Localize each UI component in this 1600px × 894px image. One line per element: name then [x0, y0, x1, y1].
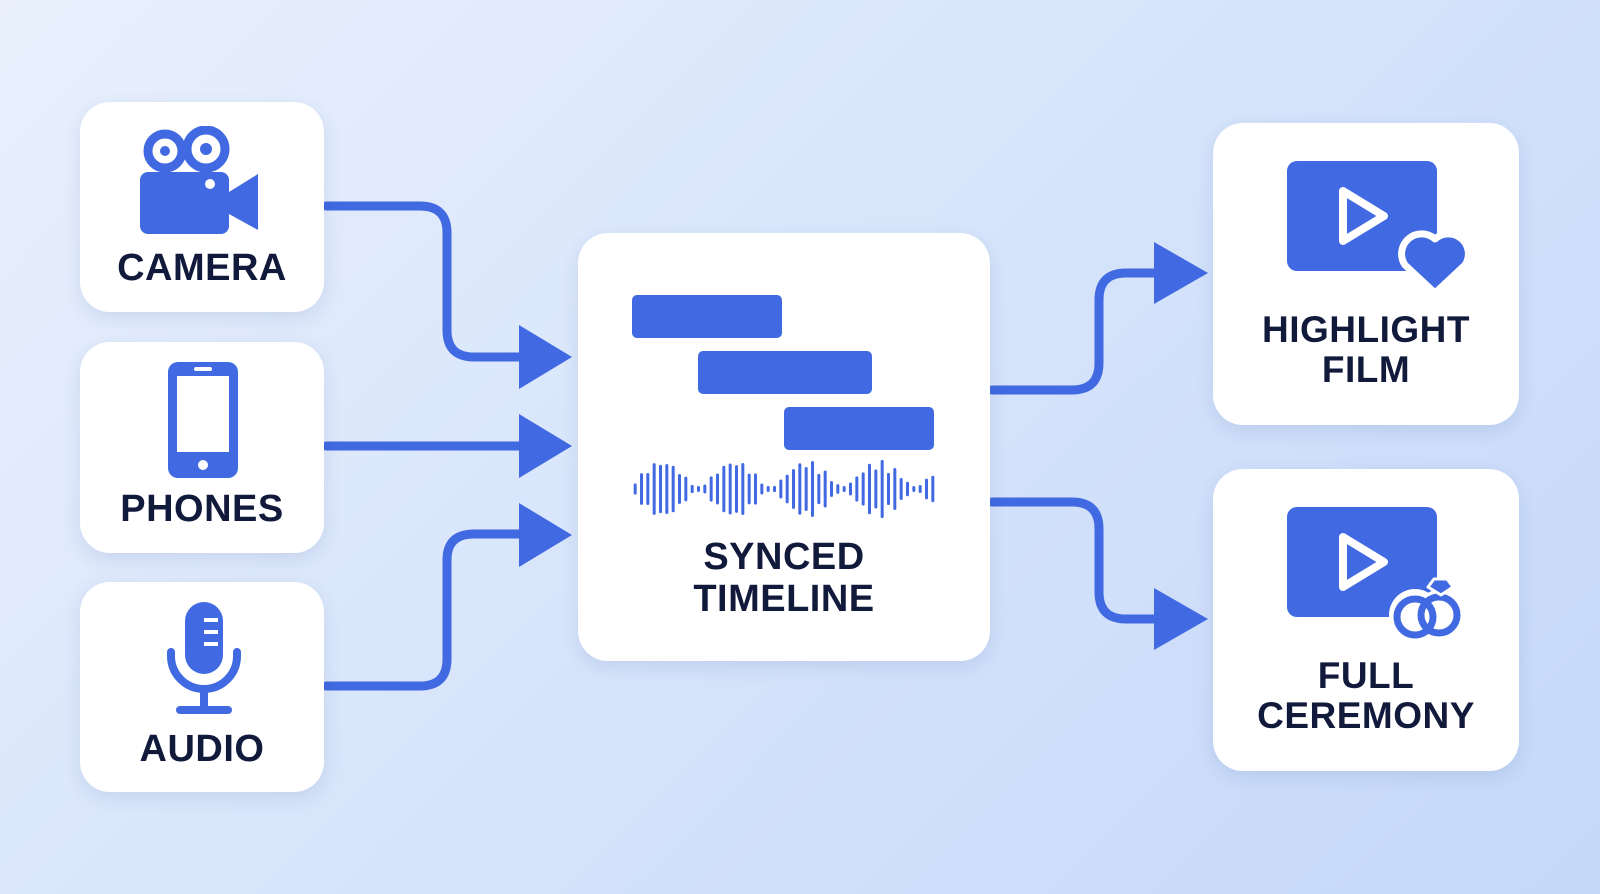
highlight-label-line1: HIGHLIGHT: [1262, 309, 1470, 350]
audio-card: AUDIO: [80, 582, 324, 792]
full-ceremony-card: FULL CEREMONY: [1213, 469, 1519, 771]
ceremony-label-line2: CEREMONY: [1257, 695, 1475, 736]
phones-card: PHONES: [80, 342, 324, 553]
camera-card: CAMERA: [80, 102, 324, 312]
highlight-label-line2: FILM: [1321, 349, 1411, 390]
timeline-clip-2: [698, 351, 872, 394]
audio-waveform-icon: [633, 459, 935, 519]
arrowhead-ceremony: [1154, 588, 1208, 650]
arrowhead-phones: [519, 414, 572, 478]
audio-label: AUDIO: [139, 728, 265, 770]
arrowhead-audio: [519, 503, 572, 567]
timeline-clip-1: [632, 295, 782, 338]
timeline-label-line1: SYNCED: [703, 536, 865, 578]
audio-to-timeline-connector: [321, 529, 530, 691]
camera-label: CAMERA: [117, 247, 287, 289]
timeline-clip-3: [784, 407, 934, 450]
synced-timeline-card: SYNCED TIMELINE: [578, 233, 990, 661]
camera-to-timeline-connector: [321, 201, 530, 362]
smartphone-icon: [168, 362, 238, 478]
microphone-icon: [167, 602, 241, 714]
timeline-to-ceremony-connector: [987, 497, 1165, 624]
ceremony-label-line1: FULL: [1317, 655, 1415, 696]
video-camera-icon: [140, 126, 258, 234]
video-play-rings-icon: [1287, 507, 1465, 641]
arrowhead-highlight: [1154, 242, 1208, 304]
highlight-film-card: HIGHLIGHT FILM: [1213, 123, 1519, 425]
video-play-heart-icon: [1287, 161, 1472, 297]
arrowhead-camera: [519, 325, 572, 389]
timeline-to-highlight-connector: [987, 268, 1165, 395]
timeline-label-line2: TIMELINE: [693, 578, 875, 620]
phones-label: PHONES: [120, 488, 284, 530]
